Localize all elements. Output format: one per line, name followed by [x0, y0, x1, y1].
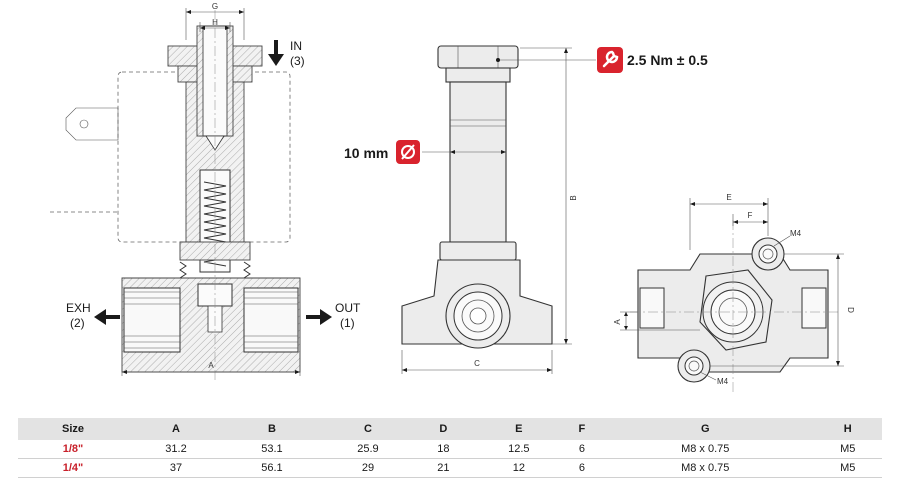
size-cell: 1/4" — [18, 458, 128, 478]
dimensions-table: Size A B C D E F G H 1/8" 31.2 53.1 25.9… — [18, 418, 882, 478]
table-cell: 21 — [415, 458, 471, 478]
wrench-icon — [597, 47, 623, 73]
dim-h-label: H — [212, 18, 218, 27]
table-cell: 29 — [319, 458, 416, 478]
table-header: B — [223, 418, 320, 440]
table-cell: 56.1 — [223, 458, 320, 478]
front-top-nut — [437, 45, 519, 69]
table-cell: M8 x 0.75 — [597, 440, 814, 459]
front-core-tube — [449, 81, 507, 243]
dim-a-top-label: A — [613, 319, 622, 325]
table-header: F — [566, 418, 597, 440]
table-header: H — [813, 418, 882, 440]
table-cell: 12 — [470, 458, 567, 478]
torque-label: 2.5 Nm ± 0.5 — [627, 52, 708, 68]
dim-c-label: C — [474, 359, 480, 368]
table-cell: M5 — [813, 458, 882, 478]
table-cell: 6 — [566, 440, 597, 459]
table-cell: 25.9 — [319, 440, 416, 459]
table-cell: 53.1 — [223, 440, 320, 459]
table-header: G — [597, 418, 814, 440]
screw-bottom-label: M4 — [717, 377, 729, 386]
in-label: IN — [290, 39, 302, 53]
outlet-port-bore — [243, 287, 299, 353]
dim-g-label: G — [212, 2, 218, 11]
front-view: B C 2.5 Nm ± 0.5 10 mm — [344, 45, 708, 374]
table-row: 1/4" 37 56.1 29 21 12 6 M8 x 0.75 M5 — [18, 458, 882, 478]
in-arrow-icon — [268, 40, 284, 66]
screw-top-label: M4 — [790, 229, 802, 238]
size-cell: 1/8" — [18, 440, 128, 459]
table-cell: 18 — [415, 440, 471, 459]
technical-drawing: G H A IN (3) EXH (2) OUT (1) — [50, 2, 855, 395]
exhaust-port-bore — [123, 287, 181, 353]
exh-arrow-icon — [94, 309, 120, 325]
dim-b-label: B — [569, 195, 578, 200]
out-port: (1) — [340, 316, 355, 330]
dim-d-label: D — [846, 307, 855, 313]
table-cell: 31.2 — [128, 440, 224, 459]
table-cell: 6 — [566, 458, 597, 478]
table-header: Size — [18, 418, 128, 440]
table-cell: 12.5 — [470, 440, 567, 459]
table-header: E — [470, 418, 567, 440]
table-header: C — [319, 418, 416, 440]
exh-label: EXH — [66, 301, 91, 315]
out-label: OUT — [335, 301, 361, 315]
table-cell: 37 — [128, 458, 224, 478]
table-header-row: Size A B C D E F G H — [18, 418, 882, 440]
dim-f-label: F — [748, 211, 753, 220]
section-view: G H A IN (3) EXH (2) OUT (1) — [50, 2, 361, 380]
in-port: (3) — [290, 54, 305, 68]
connector-tab — [65, 107, 119, 141]
table-row: 1/8" 31.2 53.1 25.9 18 12.5 6 M8 x 0.75 … — [18, 440, 882, 459]
table-header: D — [415, 418, 471, 440]
diameter-label: 10 mm — [344, 145, 388, 161]
dim-a-label: A — [208, 361, 214, 370]
table-cell: M5 — [813, 440, 882, 459]
exh-port: (2) — [70, 316, 85, 330]
diameter-icon — [396, 140, 420, 164]
table-cell: M8 x 0.75 — [597, 458, 814, 478]
out-arrow-icon — [306, 309, 332, 325]
table-header: A — [128, 418, 224, 440]
dim-e-label: E — [726, 193, 731, 202]
top-view: E F D A M4 M4 — [613, 193, 855, 395]
